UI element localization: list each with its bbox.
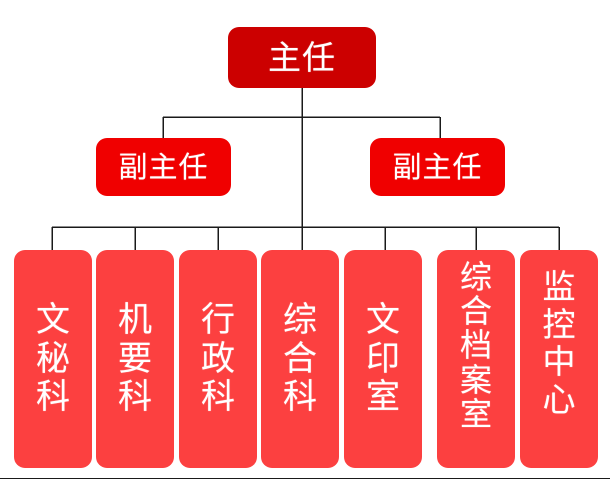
label-char: 心 [542,379,576,419]
node-deputy-director-2[interactable]: 副主任 [370,138,505,196]
label-char: 监 [542,267,576,306]
node-dept-archives-room[interactable]: 综合档案室 [437,250,515,468]
label-char: 案 [459,360,492,399]
label-char: 文 [366,299,400,340]
label-char: 综 [283,299,317,340]
node-director-label: 主任 [268,38,336,77]
label-char: 中 [542,342,576,382]
node-dept-administration[interactable]: 行政科 [179,250,257,468]
node-deputy-director-1[interactable]: 副主任 [96,138,231,196]
label-char: 科 [118,377,152,418]
label-char: 档 [459,326,492,365]
label-char: 室 [459,394,492,433]
node-dept-monitoring-center[interactable]: 监控中心 [520,250,598,468]
label-char: 机 [118,299,152,340]
node-dept-administration-label: 行政科 [201,301,235,417]
label-char: 综 [459,258,492,296]
node-dept-confidential-label: 机要科 [118,301,152,417]
label-char: 政 [201,338,235,379]
label-char: 合 [459,292,492,331]
label-char: 秘 [36,338,70,379]
label-char: 要 [118,338,152,379]
node-dept-monitoring-center-label: 监控中心 [543,268,576,418]
node-dept-confidential[interactable]: 机要科 [96,250,174,468]
label-char: 文 [36,299,70,340]
node-dept-general-affairs-label: 综合科 [283,301,317,417]
label-char: 科 [201,377,235,418]
slide-bottom-edge [0,478,610,479]
node-deputy-director-1-label: 副主任 [118,149,209,184]
label-char: 科 [36,377,70,418]
node-deputy-director-2-label: 副主任 [392,149,483,184]
node-dept-printing-room-label: 文印室 [366,301,400,417]
label-char: 室 [366,377,400,418]
node-dept-archives-room-label: 综合档案室 [460,260,492,431]
node-dept-secretarial-label: 文秘科 [36,301,70,417]
node-dept-secretarial[interactable]: 文秘科 [14,250,92,468]
node-dept-general-affairs[interactable]: 综合科 [261,250,339,468]
node-director[interactable]: 主任 [228,27,376,88]
label-char: 行 [201,299,235,340]
label-char: 印 [366,338,400,379]
node-dept-printing-room[interactable]: 文印室 [344,250,422,468]
label-char: 控 [542,304,576,344]
label-char: 合 [283,338,317,379]
label-char: 科 [283,377,317,418]
